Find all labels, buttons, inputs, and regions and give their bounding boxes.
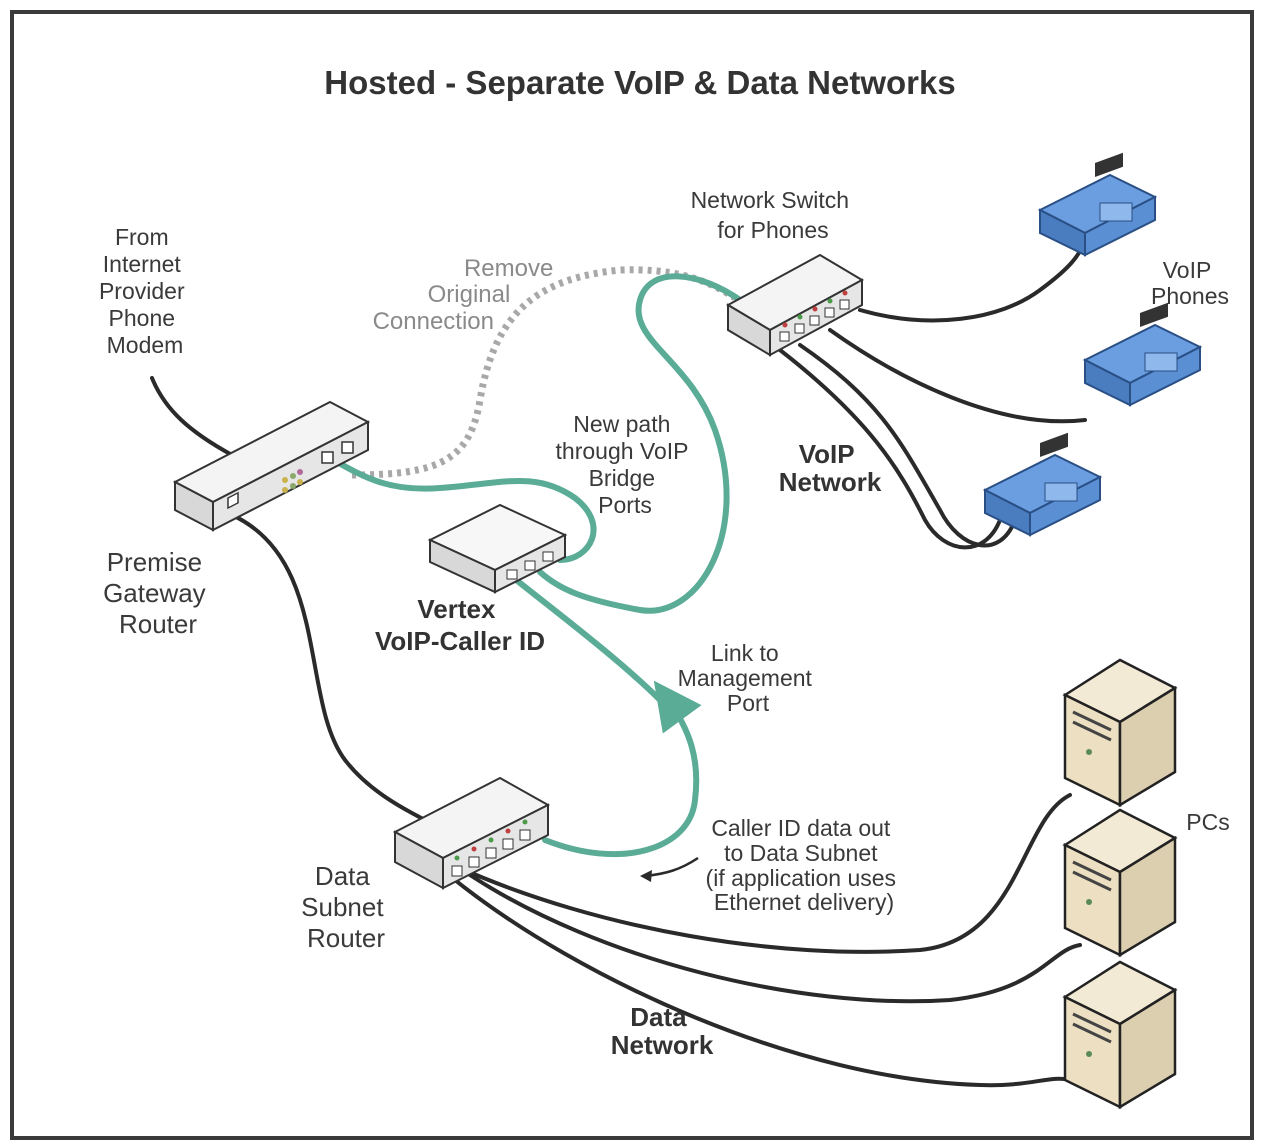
data-network-label: Data Network — [611, 1002, 714, 1060]
gateway-to-bridge-cable — [327, 455, 597, 563]
data-subnet-label: Data Subnet Router — [301, 861, 391, 953]
data-router-icon — [392, 776, 551, 890]
pc-tower-icon — [1062, 808, 1178, 958]
phone-cable-3b — [778, 348, 1002, 550]
network-switch-label: Network Switch for Phones — [691, 187, 856, 243]
caller-id-out-label: Caller ID data out to Data Subnet (if ap… — [706, 815, 903, 915]
premise-gateway-label: Premise Gateway Router — [103, 547, 213, 639]
pc-tower-icon — [1062, 960, 1178, 1110]
caller-id-arrowhead — [640, 870, 652, 882]
pcs-label: PCs — [1186, 809, 1229, 835]
phone-cable-2 — [828, 328, 1087, 424]
diagram-title: Hosted - Separate VoIP & Data Networks — [324, 64, 955, 101]
new-path-label: New path through VoIP Bridge Ports — [556, 411, 695, 518]
pc-cable-2 — [468, 873, 1082, 1004]
modem-cable — [150, 376, 234, 457]
voip-phones-label: VoIP Phones — [1151, 257, 1229, 309]
voip-network-label: VoIP Network — [779, 439, 882, 497]
pc-cable-1 — [458, 793, 1072, 954]
network-switch-icon — [725, 253, 865, 357]
caller-id-arrow — [644, 856, 699, 878]
switch-to-bridge-cable — [537, 273, 743, 614]
management-link-cable — [542, 680, 702, 858]
management-link-top — [507, 572, 663, 703]
vertex-label: Vertex VoIP-Caller ID — [375, 594, 545, 656]
phone-cable-1 — [858, 238, 1087, 323]
voip-phone-icon — [1037, 152, 1158, 257]
caller-id-box-icon — [427, 503, 568, 594]
gateway-router-icon — [172, 400, 371, 532]
remove-original-label: Remove Original Connection — [373, 255, 560, 335]
pc-cable-3 — [453, 878, 1072, 1088]
link-mgmt-label: Link to Management Port — [678, 640, 819, 716]
phone-cable-3 — [798, 343, 1017, 548]
voip-phone-icon — [1082, 302, 1203, 407]
from-internet-label: From Internet Provider Phone Modem — [99, 224, 191, 358]
gateway-to-data-router-cable — [230, 513, 450, 834]
voip-phone-icon — [982, 432, 1103, 537]
pc-tower-icon — [1062, 658, 1178, 808]
